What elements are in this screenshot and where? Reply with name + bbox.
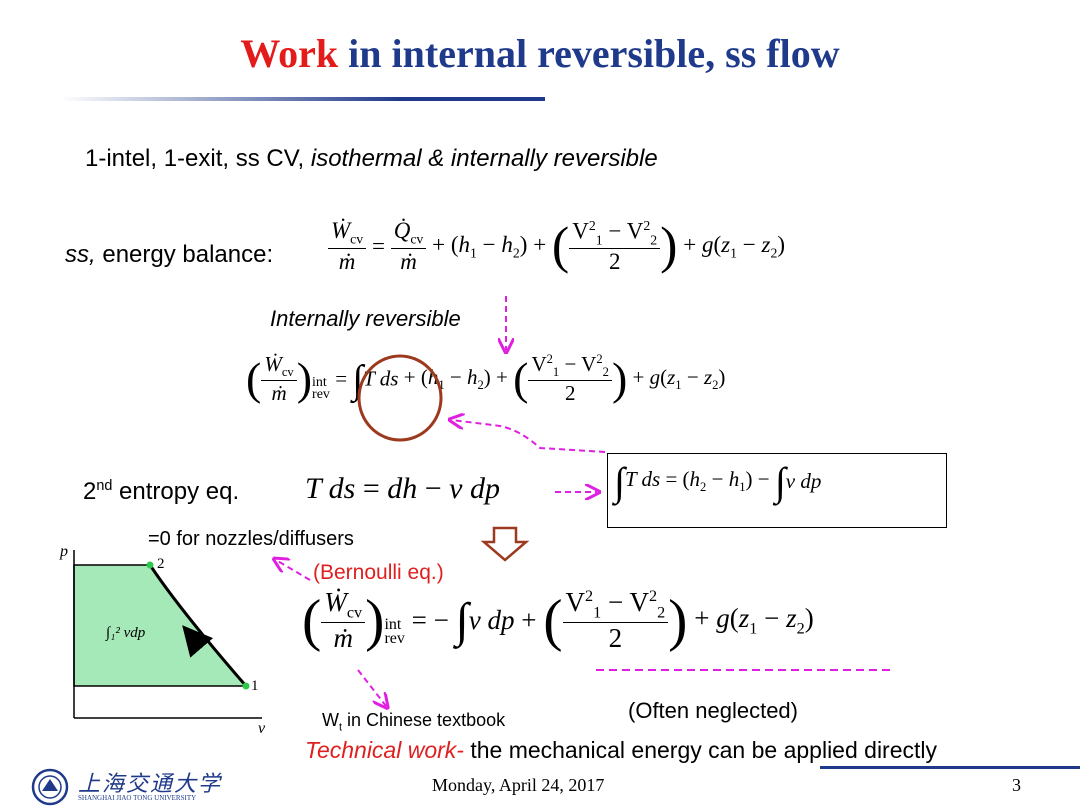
pv-area bbox=[73, 564, 248, 687]
entropy-label-text: entropy eq. bbox=[119, 478, 240, 505]
integral-equation-box: ∫T ds = (h2 − h1) − ∫v dp bbox=[607, 453, 947, 528]
tds-highlight-circle bbox=[357, 354, 443, 442]
down-block-arrow bbox=[480, 526, 530, 562]
cv-description-plain: 1-intel, 1-exit, ss CV, bbox=[85, 145, 311, 172]
ss-label: ss, bbox=[65, 241, 96, 268]
technical-work-term: Technical work- bbox=[305, 737, 464, 763]
internally-reversible-label: Internally reversible bbox=[270, 306, 461, 331]
wt-note: Wt in Chinese textbook bbox=[322, 710, 505, 734]
point-1-label: 1 bbox=[251, 678, 259, 694]
page-number: 3 bbox=[1012, 775, 1021, 795]
gibbs-equation: T ds = dh − v dp bbox=[305, 472, 500, 505]
dashed-arrow-wt bbox=[357, 669, 386, 706]
title-underline bbox=[60, 97, 545, 101]
state-point-1 bbox=[242, 682, 250, 690]
footer-date: Monday, April 24, 2017 bbox=[432, 775, 605, 795]
slide-title: Work in internal reversible, ss flow bbox=[0, 30, 1080, 77]
wt-sub: t bbox=[339, 721, 342, 734]
often-neglected-label: (Often neglected) bbox=[628, 698, 798, 723]
process-curve bbox=[148, 564, 248, 687]
title-highlight: Work bbox=[240, 31, 339, 76]
title-rest: in internal reversible, ss flow bbox=[338, 31, 840, 76]
technical-work-desc: the mechanical energy can be applied dir… bbox=[463, 737, 937, 763]
process-arrow bbox=[182, 625, 214, 658]
wt-prefix: W bbox=[322, 710, 339, 730]
nozzle-note: =0 for nozzles/diffusers bbox=[148, 528, 354, 550]
point-2-label: 2 bbox=[157, 556, 165, 572]
area-label: ∫₁² vdp bbox=[106, 625, 146, 641]
university-name-en: SHANGHAI JIAO TONG UNIVERSITY bbox=[78, 794, 197, 802]
entropy-prefix: 2 bbox=[83, 478, 97, 505]
entropy-sup: nd bbox=[96, 478, 113, 494]
technical-work-line: Technical work- the mechanical energy ca… bbox=[305, 737, 937, 764]
state-point-2 bbox=[146, 561, 154, 569]
cv-description-italic: isothermal & internally reversible bbox=[310, 145, 658, 172]
p-axis-label: p bbox=[60, 543, 68, 560]
bernoulli-label: (Bernoulli eq.) bbox=[313, 561, 444, 584]
energy-balance-text: energy balance: bbox=[95, 241, 274, 268]
pv-diagram bbox=[73, 550, 262, 719]
wt-suffix: in Chinese textbook bbox=[342, 710, 506, 730]
energy-balance-label: ss, energy balance: bbox=[65, 241, 273, 269]
university-logo bbox=[30, 767, 70, 812]
entropy-eq-label: 2nd entropy eq. bbox=[83, 478, 239, 506]
v-axis-label: v bbox=[258, 720, 266, 737]
university-name-cn: 上海交通大学 bbox=[78, 771, 223, 796]
dashed-arrow-nozzle bbox=[276, 560, 311, 581]
cv-description: 1-intel, 1-exit, ss CV, isothermal & int… bbox=[85, 145, 658, 173]
footer-rule bbox=[820, 766, 1080, 769]
university-seal-icon bbox=[31, 768, 69, 806]
dashed-arrow-to-circle bbox=[452, 420, 606, 453]
